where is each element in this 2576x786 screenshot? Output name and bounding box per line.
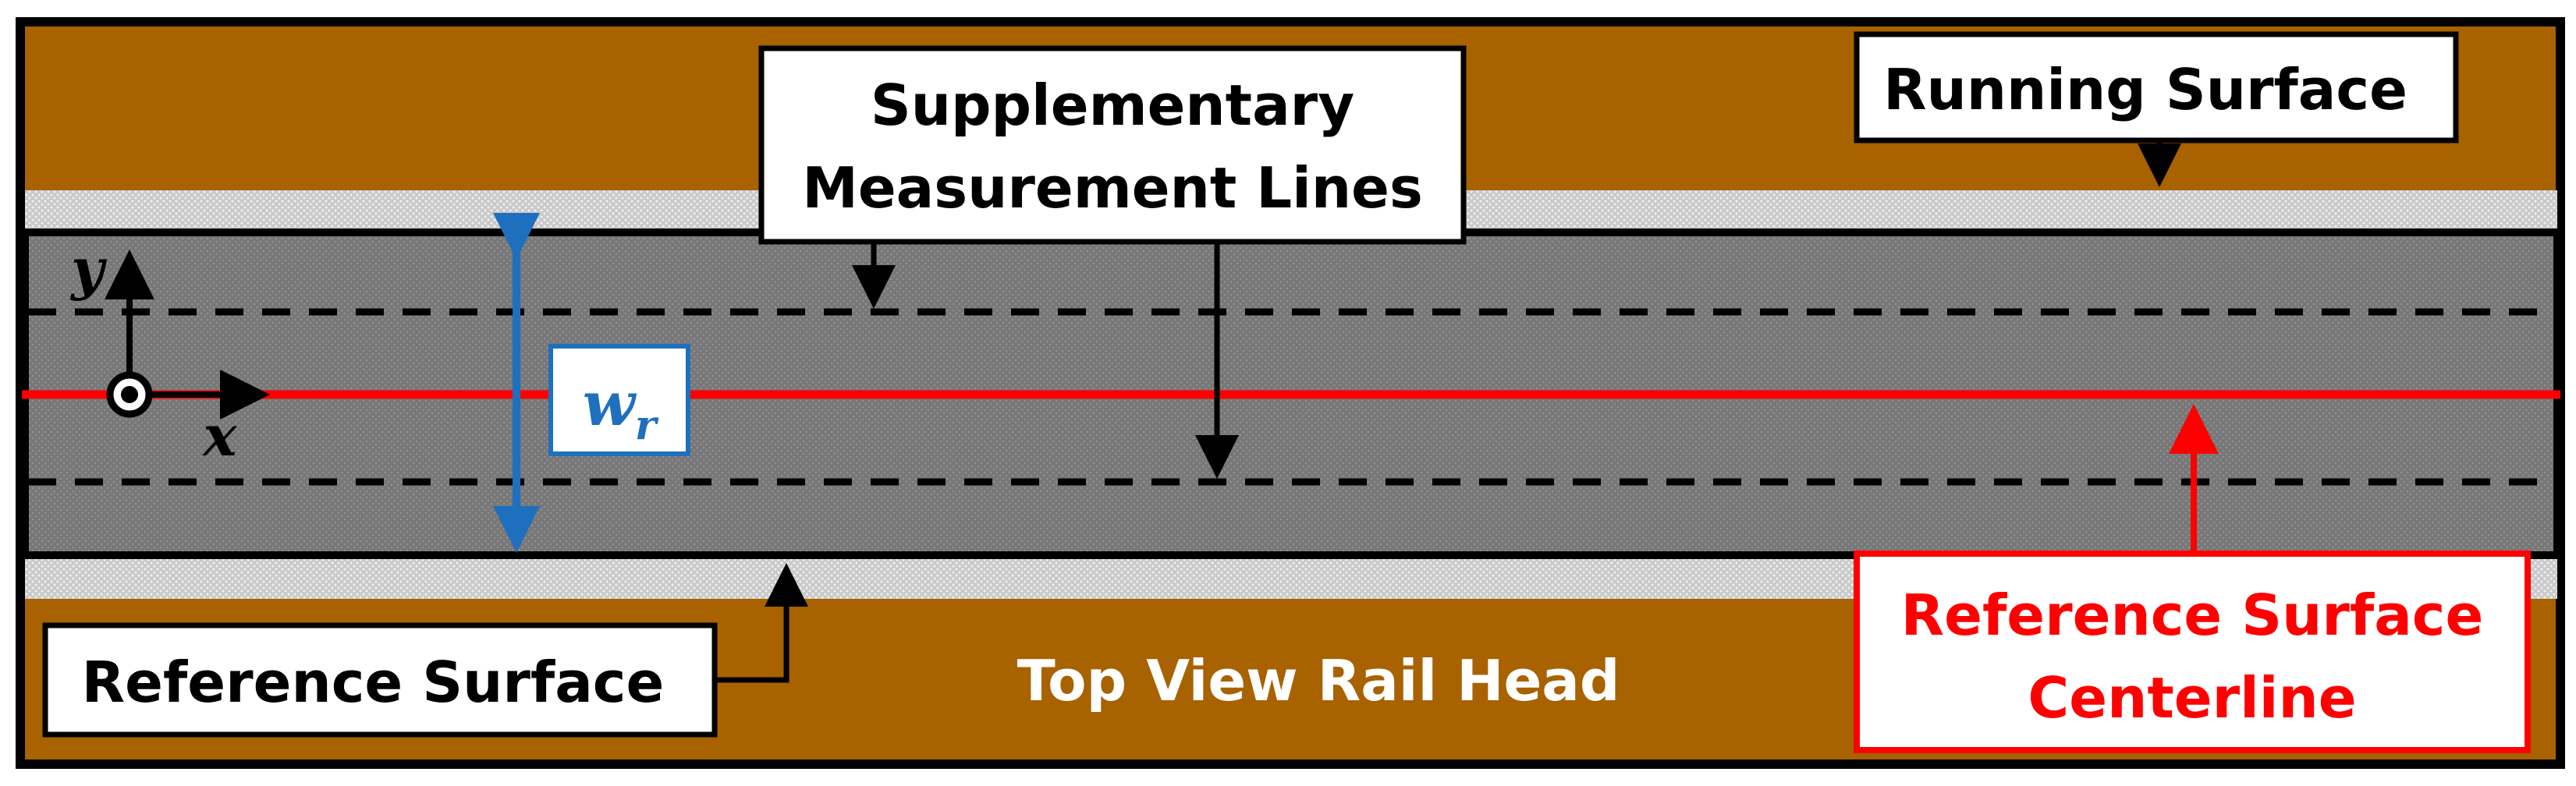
supplementary-label-box: [758, 45, 1467, 245]
reference-surface-arrow: [716, 563, 808, 683]
axis-x-label: x: [202, 402, 238, 469]
width-subscript: r: [635, 402, 659, 449]
top-view-label: Top View Rail Head: [1017, 648, 1620, 713]
origin-circle-dot-icon: [106, 371, 153, 418]
width-symbol: w: [583, 369, 637, 440]
reference-surface-label-box: [42, 622, 718, 738]
supplementary-label-line2: Measurement Lines: [802, 155, 1423, 221]
centerline-label-line1: Reference Surface: [1901, 582, 2484, 648]
width-label: wr: [583, 369, 659, 449]
centerline-label-box: [1854, 551, 2531, 753]
supplementary-label-line1: Supplementary: [871, 73, 1354, 138]
centerline-label-line2: Centerline: [2028, 665, 2356, 731]
width-label-box: [548, 344, 690, 456]
running-surface-label-box: [1854, 31, 2459, 143]
reference-surface-label: Reference Surface: [82, 650, 665, 715]
axis-y-label: y: [69, 235, 107, 302]
running-surface-label: Running Surface: [1883, 57, 2407, 122]
